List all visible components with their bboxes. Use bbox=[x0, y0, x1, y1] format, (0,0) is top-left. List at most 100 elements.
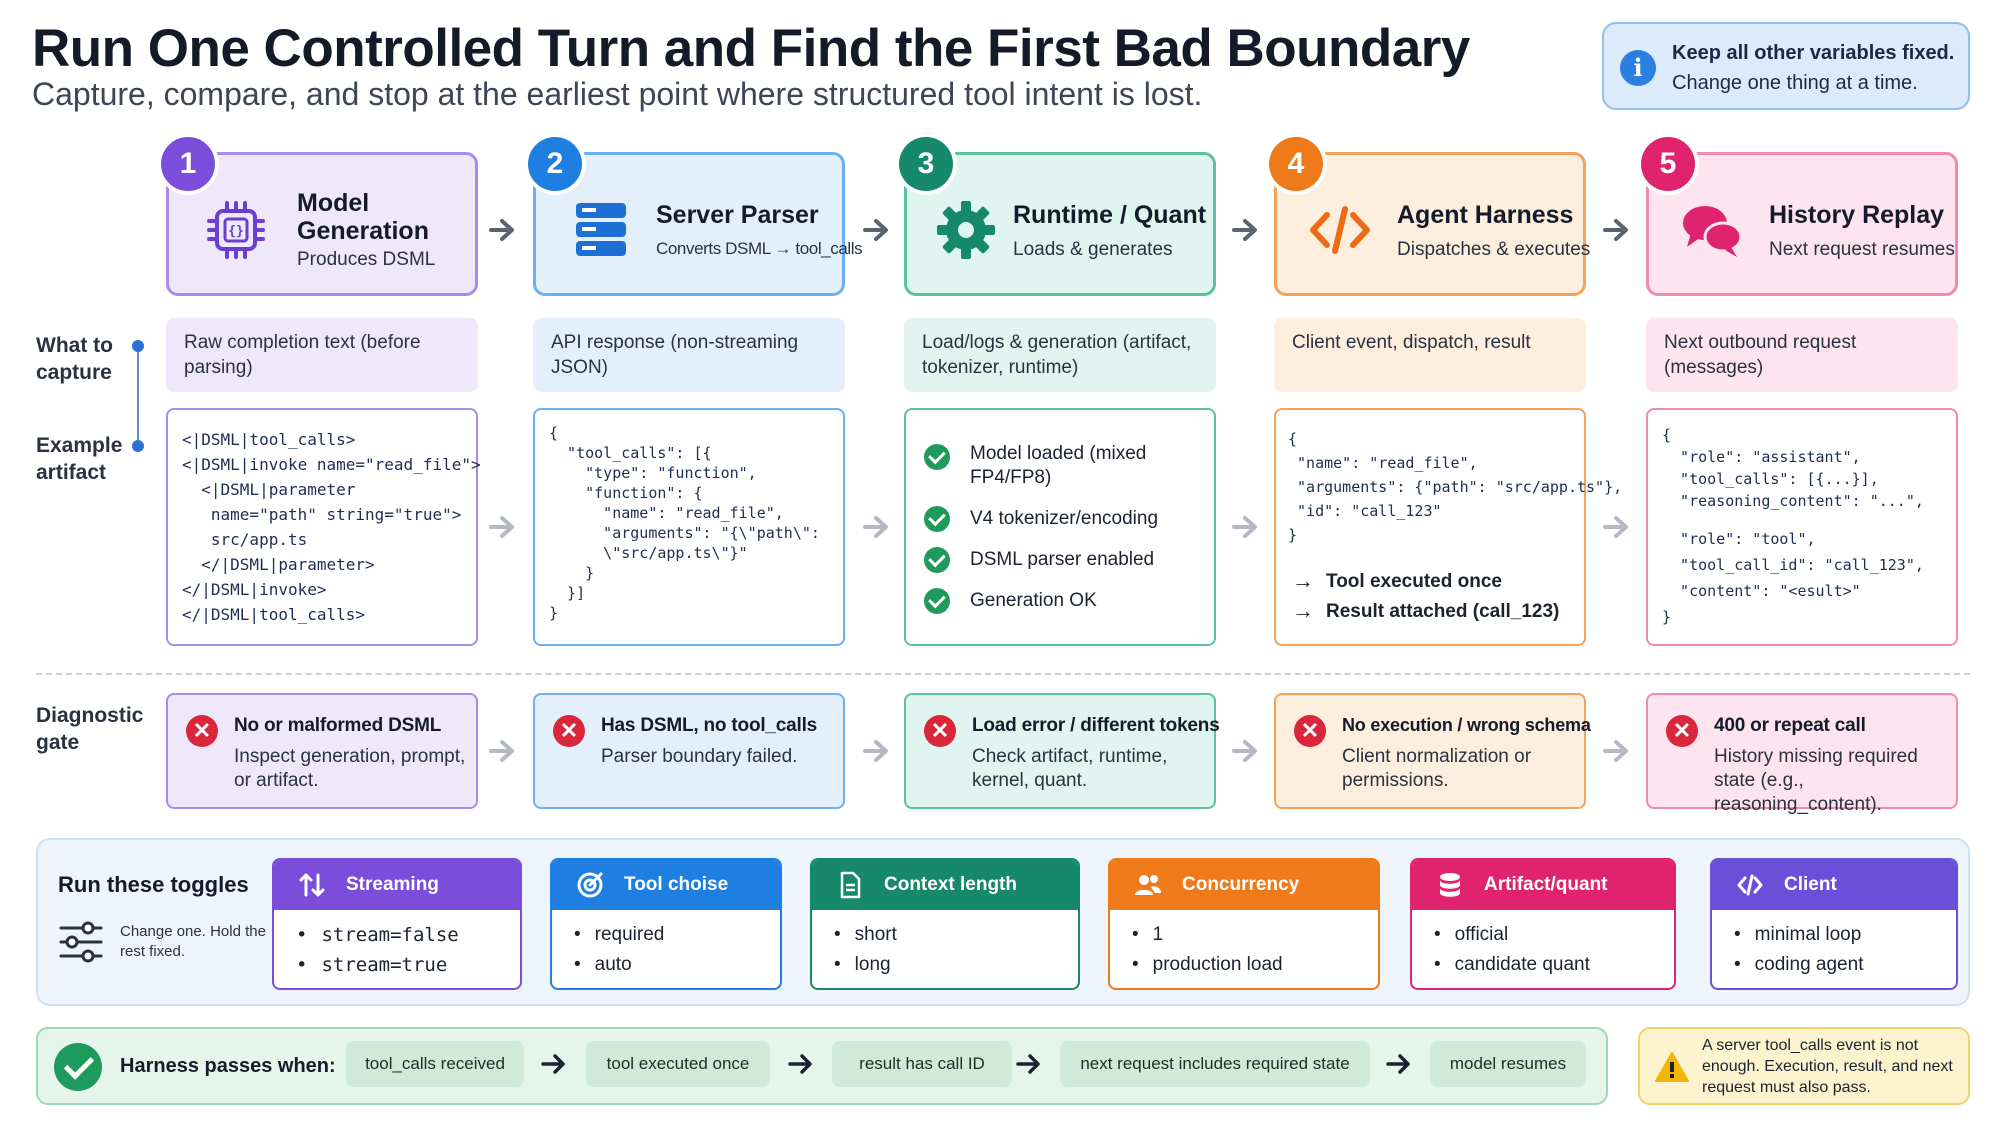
info-icon: i bbox=[1620, 50, 1656, 86]
pass-step: tool executed once bbox=[586, 1041, 770, 1087]
arrow-right-icon bbox=[489, 516, 514, 538]
toggle-card-tool-choice: Tool choise required auto bbox=[550, 858, 782, 990]
toggle-option: 1 bbox=[1132, 924, 1164, 946]
capture-box: Next outbound request (messages) bbox=[1646, 318, 1958, 392]
toggle-name: Tool choise bbox=[624, 874, 729, 895]
code-line: "type": "function", bbox=[549, 464, 757, 482]
arrow-right-icon bbox=[1603, 740, 1628, 762]
toggle-header: Tool choise bbox=[552, 860, 780, 910]
tip-line-1: Keep all other variables fixed. bbox=[1672, 42, 1955, 64]
code-line: <|DSML|tool_calls> bbox=[182, 430, 356, 449]
arrow-right-icon bbox=[1232, 740, 1257, 762]
code-line: "name": "read_file", bbox=[1288, 454, 1478, 472]
artifact-box-dsml: <|DSML|tool_calls> <|DSML|invoke name="r… bbox=[166, 408, 481, 646]
code-line: </|DSML|tool_calls> bbox=[182, 605, 366, 624]
result-line: Result attached (call_123) bbox=[1326, 601, 1560, 622]
toggle-name: Concurrency bbox=[1182, 874, 1300, 895]
capture-box: Raw completion text (before parsing) bbox=[166, 318, 478, 392]
tip-callout: i Keep all other variables fixed. Change… bbox=[1602, 22, 1970, 110]
toggle-name: Context length bbox=[884, 874, 1017, 895]
chip-icon: {} bbox=[207, 201, 265, 259]
artifact-box-history: { "role": "assistant", "tool_calls": [{.… bbox=[1646, 408, 1958, 646]
chat-bubbles-icon bbox=[1683, 206, 1743, 257]
stage-card-runtime-quant: 3 Runtime / Quant Loads & generates bbox=[899, 137, 1216, 296]
toggle-header: Context length bbox=[812, 860, 1078, 910]
code-line: </|DSML|invoke> bbox=[182, 580, 327, 599]
code-line: <|DSML|parameter bbox=[182, 480, 356, 499]
arrow-right-icon bbox=[863, 219, 888, 241]
toggle-option: official bbox=[1434, 924, 1509, 946]
code-line: "tool_calls": [{ bbox=[549, 444, 712, 462]
code-line: }] bbox=[549, 584, 586, 602]
capture-box: API response (non-streaming JSON) bbox=[533, 318, 845, 392]
check-item: DSML parser enabled bbox=[970, 549, 1155, 570]
arrow-right-icon bbox=[1232, 219, 1257, 241]
timeline-dot bbox=[132, 440, 144, 452]
page-title: Run One Controlled Turn and Find the Fir… bbox=[32, 19, 1470, 78]
database-icon bbox=[1440, 873, 1460, 897]
toggle-card-client: Client minimal loop coding agent bbox=[1710, 858, 1958, 990]
arrow-right-icon bbox=[863, 516, 888, 538]
tip-line-2: Change one thing at a time. bbox=[1672, 72, 1918, 94]
error-x-icon: ✕ bbox=[553, 715, 585, 747]
diagnostic-gate-label: Diagnostic gate bbox=[36, 704, 144, 754]
toggle-card-context-length: Context length short long bbox=[810, 858, 1080, 990]
gear-icon bbox=[937, 201, 995, 259]
svg-text:{}: {} bbox=[228, 224, 244, 239]
diagnostic-title: No execution / wrong schema bbox=[1342, 715, 1591, 735]
toggle-option: long bbox=[834, 954, 891, 976]
code-line: { bbox=[549, 424, 559, 442]
toggle-header: Artifact/quant bbox=[1412, 860, 1674, 910]
stage-card-history-replay: 5 History Replay Next request resumes bbox=[1641, 137, 1958, 296]
code-line: } bbox=[549, 604, 559, 622]
check-item: Model loaded (mixed FP4/FP8) bbox=[970, 443, 1147, 488]
toggle-option: production load bbox=[1132, 954, 1283, 976]
arrow-right-icon bbox=[1232, 516, 1257, 538]
diagnostic-title: 400 or repeat call bbox=[1714, 715, 1866, 736]
code-line: \"src/app.ts\"}" bbox=[549, 544, 748, 562]
capture-box: Client event, dispatch, result bbox=[1274, 318, 1586, 392]
code-line: } bbox=[1662, 608, 1672, 626]
code-line: </|DSML|parameter> bbox=[182, 555, 375, 574]
code-line: "arguments": {"path": "src/app.ts"}, bbox=[1288, 478, 1623, 496]
diagnostic-title: Has DSML, no tool_calls bbox=[601, 715, 818, 736]
timeline-connector bbox=[137, 345, 139, 450]
toggle-option: coding agent bbox=[1734, 954, 1864, 976]
check-icon bbox=[924, 444, 950, 470]
pass-step: next request includes required state bbox=[1060, 1041, 1370, 1087]
code-line: } bbox=[1288, 526, 1298, 544]
code-line: "content": "<esult>" bbox=[1662, 582, 1861, 600]
check-item: Generation OK bbox=[970, 590, 1097, 611]
toggle-option: stream=false bbox=[296, 924, 458, 946]
check-icon bbox=[924, 506, 950, 532]
toggle-name: Client bbox=[1784, 874, 1837, 895]
code-line: "tool_call_id": "call_123", bbox=[1662, 556, 1924, 574]
stage-number-badge: 1 bbox=[161, 137, 215, 191]
toggles-note: Change one. Hold the rest fixed. bbox=[120, 923, 266, 960]
code-icon bbox=[1310, 206, 1370, 254]
code-line: "role": "tool", bbox=[1662, 530, 1816, 548]
page-subtitle: Capture, compare, and stop at the earlie… bbox=[32, 76, 1203, 112]
check-icon bbox=[924, 588, 950, 614]
error-x-icon: ✕ bbox=[1294, 715, 1326, 747]
diagnostic-title: No or malformed DSML bbox=[234, 715, 442, 736]
arrow-right-icon bbox=[788, 1054, 812, 1074]
document-icon bbox=[840, 871, 861, 899]
stage-number-badge: 5 bbox=[1641, 137, 1695, 191]
section-divider bbox=[36, 673, 1970, 675]
stage-number-badge: 2 bbox=[528, 137, 582, 191]
what-to-capture-label: What to capture bbox=[36, 334, 113, 384]
toggle-name: Artifact/quant bbox=[1484, 874, 1608, 895]
code-line: "role": "assistant", bbox=[1662, 448, 1861, 466]
example-artifact-label: Example artifact bbox=[36, 434, 123, 484]
stage-name: Runtime / Quant bbox=[1013, 201, 1207, 229]
code-line: } bbox=[549, 564, 595, 582]
warning-text: A server tool_calls event is not enough.… bbox=[1702, 1037, 1953, 1096]
arrow-icon: → bbox=[1292, 598, 1314, 623]
sliders-icon bbox=[59, 921, 103, 963]
stage-description: Converts DSML → tool_calls bbox=[656, 239, 863, 258]
target-icon bbox=[577, 872, 603, 898]
diagnostic-desc: Client normalization or permissions. bbox=[1342, 746, 1532, 791]
code-line: "function": { bbox=[549, 484, 703, 502]
timeline-dot bbox=[132, 340, 144, 352]
